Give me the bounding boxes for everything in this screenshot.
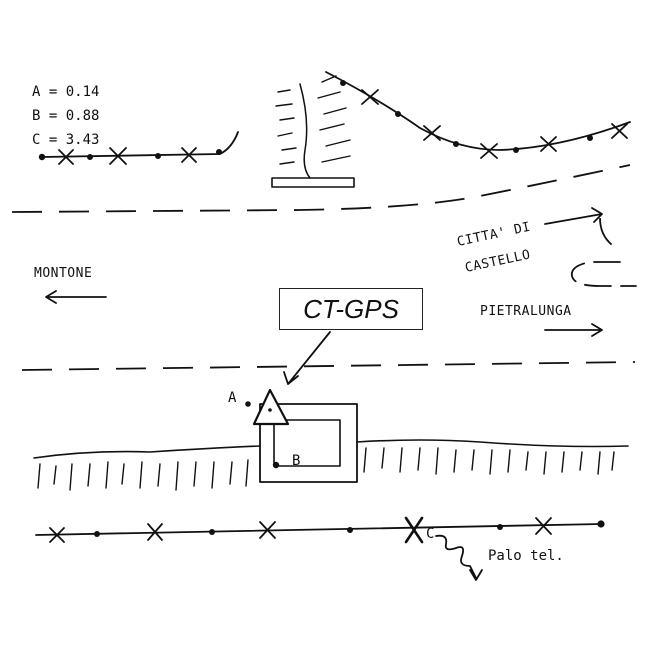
direction-label-pietralunga: PIETRALUNGA: [480, 304, 572, 319]
direction-label-line1: CITTA' DI: [456, 220, 532, 250]
point-b-label: B: [292, 453, 300, 469]
station-label-box: CT-GPS: [279, 288, 423, 330]
fence-bottom: [35, 516, 605, 544]
pole-label: Palo tel.: [488, 548, 564, 564]
hatched-structure: [271, 75, 355, 188]
measurement-a: A = 0.14: [32, 84, 99, 100]
road-edges: [11, 164, 636, 371]
leader-arrow: [283, 331, 331, 385]
arrow-left-icon: [45, 290, 107, 304]
pole-leader-arrow: [435, 534, 483, 581]
arrow-right-icon: [544, 323, 603, 337]
fence-top-right: [325, 71, 631, 159]
point-b: B: [272, 453, 300, 469]
measurement-c: C = 3.43: [32, 132, 99, 148]
point-c: C: [426, 526, 483, 581]
point-c-label: C: [426, 526, 434, 542]
direction-label-montone: MONTONE: [34, 266, 92, 281]
point-a-label: A: [228, 390, 237, 406]
arrow-right-icon: [544, 207, 603, 225]
station-enclosure: [259, 403, 358, 483]
embankment: [33, 439, 629, 491]
station-label: CT-GPS: [303, 293, 399, 324]
direction-label-line2: CASTELLO: [464, 247, 532, 276]
point-a: A: [228, 390, 251, 407]
direction-pietralunga: PIETRALUNGA: [480, 304, 603, 337]
direction-montone: MONTONE: [34, 266, 107, 304]
gps-benchmark-triangle-icon: [252, 388, 290, 426]
side-road-curve: [570, 261, 637, 287]
fence-top-left: [38, 131, 239, 165]
measurement-b: B = 0.88: [32, 108, 99, 124]
measurements-block: A = 0.14 B = 0.88 C = 3.43: [32, 84, 99, 148]
